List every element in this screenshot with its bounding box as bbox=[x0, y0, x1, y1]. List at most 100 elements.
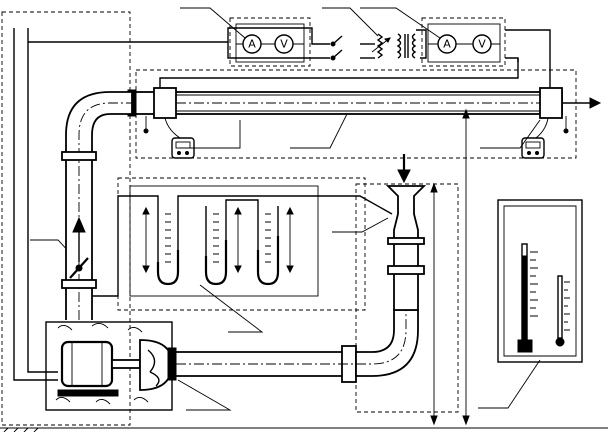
manometer-1-range-arrows bbox=[142, 206, 150, 274]
leader-thermometers bbox=[478, 359, 541, 409]
leader-ammeter-1 bbox=[180, 7, 246, 39]
electrical-wiring bbox=[13, 27, 551, 381]
manometer-3-range-arrows bbox=[286, 206, 294, 274]
fan-assembly bbox=[45, 321, 173, 411]
switch-pair bbox=[330, 35, 343, 61]
thermometer-outlet-button-2 bbox=[535, 151, 539, 155]
probe-cable-inlet bbox=[164, 117, 181, 139]
inlet-duct-boundary bbox=[355, 183, 459, 413]
manometer-3-tube bbox=[257, 206, 279, 285]
thermometer-board-inner bbox=[503, 205, 577, 357]
ammeter-1-symbol: A bbox=[248, 38, 256, 51]
meter-panel-1-boundary bbox=[229, 17, 311, 67]
thermometer-outlet-display bbox=[525, 141, 541, 149]
test-section-boundary bbox=[135, 69, 577, 159]
voltmeter-2-symbol: V bbox=[478, 38, 486, 51]
supply-flange-lower bbox=[61, 279, 97, 289]
leader-manometers bbox=[199, 284, 264, 333]
probe-outlet-tip bbox=[563, 128, 569, 134]
manometer-1-fluid bbox=[156, 250, 180, 286]
return-pipe-elbow bbox=[355, 309, 419, 377]
transformer-core bbox=[404, 34, 409, 58]
leader-ammeter-2 bbox=[360, 7, 441, 39]
left-system-boundary bbox=[1, 11, 131, 426]
voltmeter-1-symbol: V bbox=[280, 38, 288, 51]
manometer-3-scale bbox=[265, 213, 271, 263]
motor-shaft bbox=[111, 359, 141, 369]
thermometer-inlet-display bbox=[175, 141, 191, 149]
vertical-supply-pipe bbox=[61, 91, 133, 320]
meter-panel-2-boundary bbox=[421, 17, 506, 67]
fan-motor bbox=[60, 340, 114, 388]
motor-base bbox=[57, 389, 119, 397]
outlet-flange-block bbox=[539, 87, 563, 119]
thermometer-board bbox=[497, 199, 583, 363]
autotransformer bbox=[371, 33, 417, 59]
meter-panel-2-body bbox=[427, 23, 501, 63]
manometer-2-range-arrows bbox=[234, 206, 242, 274]
meter-panel-1-body bbox=[235, 23, 305, 63]
thermometer-outlet-button-1 bbox=[527, 151, 531, 155]
leader-test-tube bbox=[290, 107, 351, 149]
thermometer-outlet-case bbox=[521, 137, 545, 159]
manometer-group bbox=[92, 185, 393, 297]
heater-wire-upper bbox=[28, 41, 330, 59]
manometer-2-fluid bbox=[204, 240, 228, 286]
height-dimension-outlet-arrows bbox=[462, 108, 470, 426]
transformer-primary-coil bbox=[396, 33, 402, 59]
thermometer-inlet-case bbox=[171, 137, 195, 159]
inlet-flange-block bbox=[153, 87, 177, 119]
return-pipe bbox=[167, 190, 419, 383]
leader-fan bbox=[177, 379, 232, 411]
leader-nozzle bbox=[332, 217, 389, 233]
supply-flange-upper bbox=[61, 151, 97, 161]
fan-power-wire bbox=[27, 28, 58, 373]
supply-flow-arrow bbox=[72, 216, 86, 233]
fan-return-wire bbox=[13, 28, 58, 381]
mercury-thermometer-bulb bbox=[517, 339, 533, 353]
manometer-1-tube bbox=[157, 206, 179, 285]
dimension-lines bbox=[0, 108, 608, 432]
leader-heater bbox=[180, 120, 241, 149]
thermometer-board-frame bbox=[497, 199, 583, 363]
fan-impeller-housing bbox=[139, 339, 173, 391]
meter-panel-2: A V bbox=[427, 23, 501, 63]
manometer-board bbox=[129, 185, 319, 297]
return-pipe-fan-flange bbox=[167, 347, 177, 381]
mercury-thermometer-column bbox=[522, 255, 527, 343]
switch-1-lever bbox=[332, 35, 343, 45]
digital-thermometer-inlet bbox=[171, 137, 195, 159]
fan-airflow-swirls-top bbox=[57, 323, 143, 333]
digital-thermometer-outlet bbox=[521, 137, 545, 159]
probe-cable-outlet bbox=[535, 117, 549, 139]
manometer-3-fluid bbox=[256, 236, 280, 286]
manometer-group-boundary bbox=[117, 177, 366, 311]
rheostat-coil bbox=[376, 33, 384, 59]
second-thermometer-scale bbox=[564, 281, 570, 331]
second-thermometer-stem bbox=[557, 275, 563, 339]
second-thermometer-bulb bbox=[555, 337, 565, 347]
outlet-flow-arrow bbox=[589, 97, 602, 109]
mercury-thermometer-scale bbox=[530, 251, 538, 317]
ammeter-2-symbol: A bbox=[443, 38, 451, 51]
transformer-secondary-coil bbox=[411, 33, 417, 59]
manometer-2-tube bbox=[205, 206, 227, 285]
meter-panel-1: A V bbox=[235, 23, 305, 63]
floor-hatching bbox=[3, 427, 39, 432]
probe-inlet-tip bbox=[143, 128, 149, 134]
manometer-tap-line-supply bbox=[92, 195, 159, 297]
leader-rheostat bbox=[322, 7, 379, 37]
heater-feed-wire bbox=[159, 57, 519, 92]
inlet-flow-arrow bbox=[397, 169, 411, 184]
height-dimension-inlet-arrows bbox=[430, 182, 438, 426]
heater-wire-lower bbox=[227, 27, 330, 45]
manometer-tap-line-nozzle bbox=[177, 195, 393, 215]
rheostat-arrowhead bbox=[383, 37, 391, 43]
manometer-2-scale bbox=[213, 213, 219, 263]
return-pipe-centerline bbox=[176, 190, 407, 365]
switch-2-lever bbox=[332, 49, 343, 59]
inlet-flange-upper bbox=[387, 237, 425, 245]
inlet-nozzle-body bbox=[385, 185, 427, 311]
